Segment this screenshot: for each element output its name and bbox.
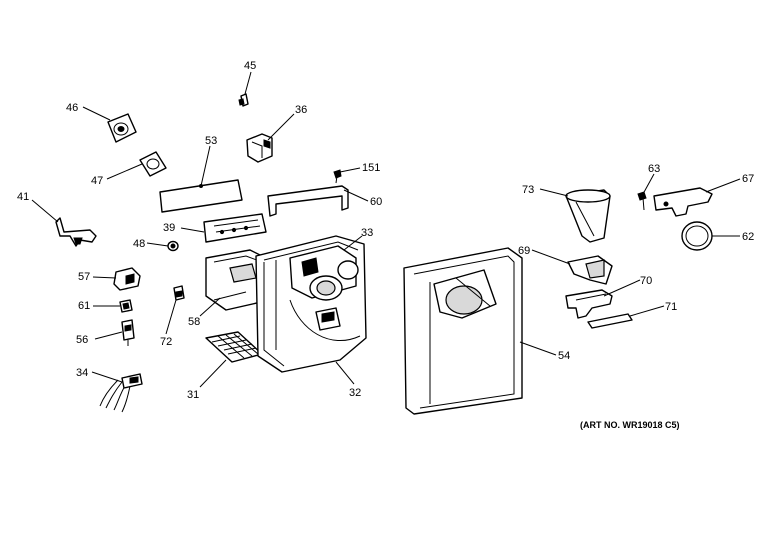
part-151-screw <box>333 169 342 184</box>
label-73: 73 <box>522 184 534 196</box>
label-36: 36 <box>295 104 307 116</box>
part-69-door <box>567 255 613 285</box>
label-56: 56 <box>76 334 88 346</box>
part-62-gasket <box>681 221 713 251</box>
part-53-panel <box>159 179 243 213</box>
label-63: 63 <box>648 163 660 175</box>
part-39-board <box>203 213 267 243</box>
part-57-cap <box>113 267 141 291</box>
part-56-socket <box>121 319 135 346</box>
label-70: 70 <box>640 275 652 287</box>
label-54: 54 <box>558 350 570 362</box>
label-62: 62 <box>742 231 754 243</box>
part-36-bracket <box>246 133 273 163</box>
part-46-cap <box>107 113 137 143</box>
part-48-grommet <box>167 240 179 252</box>
part-33-chute <box>289 245 359 331</box>
label-47: 47 <box>91 175 103 187</box>
part-67-bracket <box>653 187 713 217</box>
part-45-clip <box>238 93 249 107</box>
label-58: 58 <box>188 316 200 328</box>
leader-lines <box>31 71 741 388</box>
label-34: 34 <box>76 367 88 379</box>
part-71-pad <box>587 313 633 329</box>
label-71: 71 <box>665 301 677 313</box>
label-39: 39 <box>163 222 175 234</box>
label-41: 41 <box>17 191 29 203</box>
label-61: 61 <box>78 300 90 312</box>
label-46: 46 <box>66 102 78 114</box>
part-72-switch <box>173 285 185 301</box>
label-69: 69 <box>518 245 530 257</box>
label-31: 31 <box>187 389 199 401</box>
label-32: 32 <box>349 387 361 399</box>
label-67: 67 <box>742 173 754 185</box>
label-33: 33 <box>361 227 373 239</box>
part-60-bar <box>267 185 349 217</box>
part-31-drip-tray <box>205 331 263 363</box>
art-number: (ART NO. WR19018 C5) <box>580 420 680 430</box>
part-34-harness <box>99 373 143 413</box>
label-151: 151 <box>362 162 380 174</box>
part-61-nut <box>119 299 133 313</box>
label-60: 60 <box>370 196 382 208</box>
label-57: 57 <box>78 271 90 283</box>
part-41-lever <box>55 217 97 247</box>
label-48: 48 <box>133 238 145 250</box>
label-53: 53 <box>205 135 217 147</box>
part-70-lever <box>565 289 613 319</box>
part-54-dispenser-panel <box>403 247 523 415</box>
part-63-screw <box>637 191 647 211</box>
part-73-ice-chute <box>565 189 611 243</box>
part-47-frame <box>139 151 167 177</box>
label-45: 45 <box>244 60 256 72</box>
label-72: 72 <box>160 336 172 348</box>
